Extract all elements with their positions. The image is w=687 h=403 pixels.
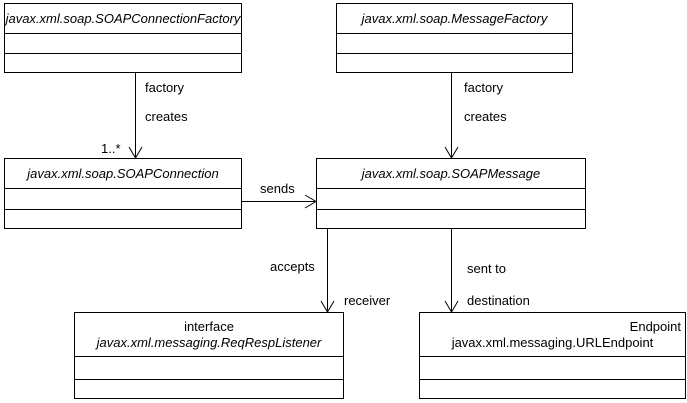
attributes-compartment	[317, 189, 585, 210]
edge-accepts	[320, 229, 335, 313]
class-soap-connection: javax.xml.soap.SOAPConnection	[4, 158, 242, 229]
edge-sent-to	[444, 229, 459, 313]
class-message-factory: javax.xml.soap.MessageFactory	[336, 3, 573, 73]
edge-label-factory: factory	[145, 80, 185, 95]
class-soap-message: javax.xml.soap.SOAPMessage	[316, 158, 586, 229]
edge-label-creates: creates	[464, 109, 507, 124]
edge-sends	[242, 194, 317, 209]
edge-label-sends: sends	[260, 181, 295, 196]
attributes-compartment	[5, 189, 241, 210]
attributes-compartment	[420, 357, 685, 380]
edge-label-accepts: accepts	[270, 259, 315, 274]
stereotype-label: Endpoint	[629, 318, 681, 334]
class-name: javax.xml.soap.SOAPMessage	[317, 159, 585, 189]
class-name: javax.xml.messaging.ReqRespListener	[96, 334, 322, 350]
class-url-endpoint: Endpoint javax.xml.messaging.URLEndpoint	[419, 312, 686, 399]
class-name: javax.xml.soap.MessageFactory	[337, 4, 572, 34]
class-name: javax.xml.soap.SOAPConnectionFactory	[5, 4, 241, 34]
multiplicity-label: 1..*	[101, 141, 121, 156]
edge-label-creates: creates	[145, 109, 188, 124]
edge-label-factory: factory	[464, 80, 504, 95]
class-name: javax.xml.messaging.URLEndpoint	[451, 334, 654, 350]
class-soap-connection-factory: javax.xml.soap.SOAPConnectionFactory	[4, 3, 242, 73]
stereotype-label: interface	[184, 318, 234, 334]
edge-factory-creates-connection	[128, 73, 143, 159]
attributes-compartment	[5, 34, 241, 54]
class-name: javax.xml.soap.SOAPConnection	[5, 159, 241, 189]
attributes-compartment	[337, 34, 572, 54]
class-req-resp-listener: interface javax.xml.messaging.ReqRespLis…	[74, 312, 344, 399]
class-header: interface javax.xml.messaging.ReqRespLis…	[75, 313, 343, 357]
edge-label-receiver: receiver	[344, 293, 391, 308]
attributes-compartment	[75, 357, 343, 380]
edge-factory-creates-message	[444, 73, 459, 159]
edge-label-destination: destination	[467, 293, 530, 308]
class-header: Endpoint javax.xml.messaging.URLEndpoint	[420, 313, 685, 357]
edge-label-sent-to: sent to	[467, 261, 507, 276]
